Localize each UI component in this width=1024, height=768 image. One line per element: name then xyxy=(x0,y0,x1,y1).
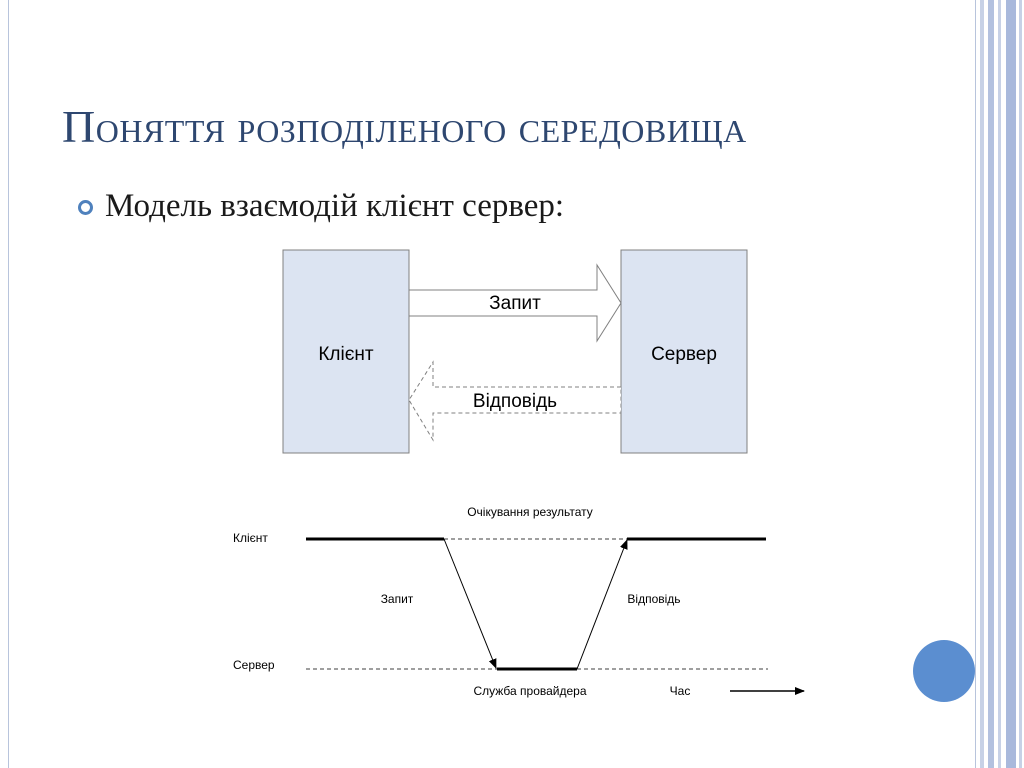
timeline-server-label: Сервер xyxy=(233,658,275,672)
server-box xyxy=(620,249,748,454)
timeline-client-label: Клієнт xyxy=(233,531,268,545)
client-box xyxy=(282,249,410,454)
right-stripe xyxy=(980,0,984,768)
right-stripe xyxy=(1019,0,1022,768)
decorative-circle xyxy=(913,640,975,702)
timeline-service-label: Служба провайдера xyxy=(473,684,586,698)
response-arrow-label: Відповідь xyxy=(473,391,557,412)
bullet-item: Модель взаємодій клієнт сервер: xyxy=(78,186,564,226)
timeline-response-label: Відповідь xyxy=(627,592,680,606)
server-box-label: Сервер xyxy=(651,344,717,365)
request-arrow-label: Запит xyxy=(489,293,541,314)
client-box-label: Клієнт xyxy=(318,344,374,365)
timeline-request-label: Запит xyxy=(381,592,414,606)
bullet-circle-icon xyxy=(78,199,93,215)
timeline-waiting-label: Очікування результату xyxy=(467,505,593,519)
bullet-text: Модель взаємодій клієнт сервер: xyxy=(105,187,565,224)
right-stripe xyxy=(988,0,994,768)
slide-frame xyxy=(8,0,976,768)
request-arrow xyxy=(408,263,622,343)
timeline-response-arrow xyxy=(576,539,628,670)
timeline-request-arrow xyxy=(443,538,497,669)
right-stripe xyxy=(998,0,1001,768)
slide-title: Поняття розподіленого середовища xyxy=(62,101,747,152)
right-stripe xyxy=(1006,0,1016,768)
response-arrow xyxy=(408,360,622,442)
timeline-time-label: Час xyxy=(670,684,691,698)
